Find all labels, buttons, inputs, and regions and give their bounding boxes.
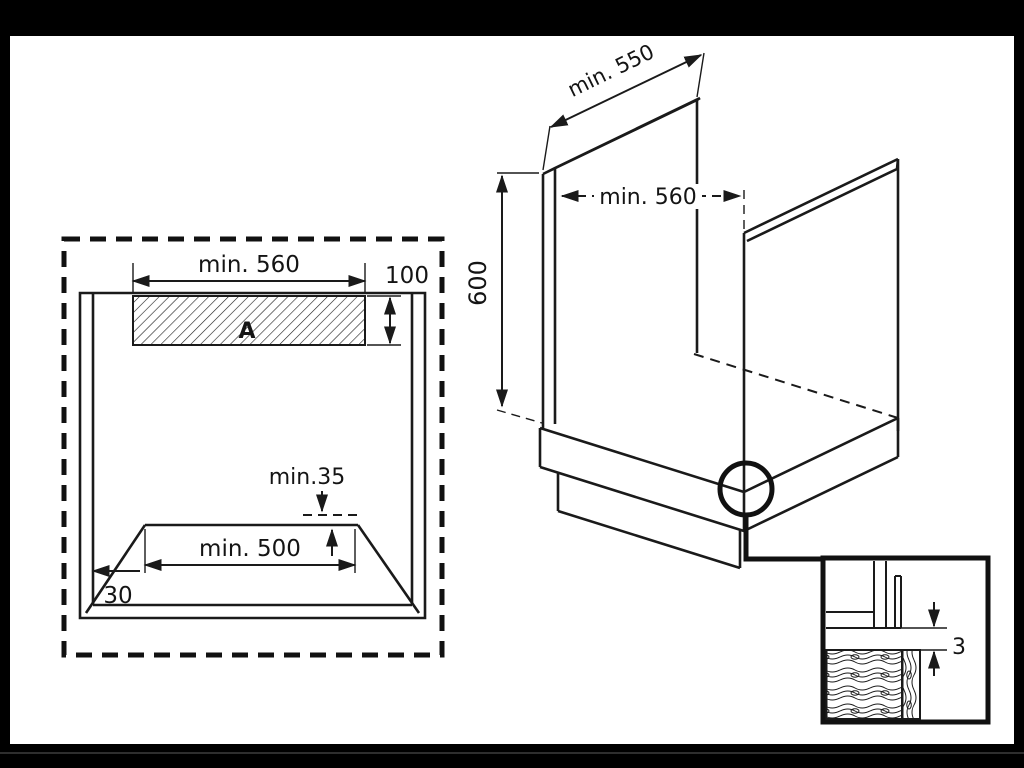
recess-area-hatched bbox=[132, 295, 366, 346]
cabinet-panel-wood-section bbox=[901, 649, 921, 720]
back-panel bbox=[541, 96, 701, 428]
bottom-bar-line bbox=[0, 752, 1024, 754]
floor-perspective-lines bbox=[84, 523, 421, 614]
oven-side-section-lines bbox=[873, 561, 902, 628]
extension-line-bottom bbox=[496, 409, 543, 424]
cabinet-inner-walls bbox=[91, 293, 414, 607]
cabinet-shelf-wood-section bbox=[825, 649, 904, 720]
rear-gap-label: min.35 bbox=[269, 465, 345, 490]
front-clearance-label: 30 bbox=[103, 583, 132, 609]
dimension-top-width: min. 560 bbox=[131, 252, 367, 292]
dimension-height: 600 bbox=[464, 172, 543, 424]
dimension-recess-height: 100 bbox=[367, 263, 429, 346]
extension-lines bbox=[367, 295, 401, 346]
dimension-gap: 3 bbox=[928, 602, 966, 676]
gap-label: 3 bbox=[952, 635, 966, 660]
detail-view: 3 bbox=[820, 555, 991, 725]
gap-leader-lines bbox=[901, 627, 947, 651]
installation-boundary-dashed bbox=[61, 236, 445, 658]
label-backing bbox=[594, 184, 702, 209]
dimension-inner-width: min. 560 bbox=[560, 184, 745, 229]
bottom-width-label: min. 500 bbox=[199, 536, 301, 562]
cabinet-outer-outline bbox=[78, 291, 427, 620]
inner-width-label: min. 560 bbox=[599, 185, 696, 210]
detail-callout-connector bbox=[743, 515, 823, 562]
dimension-bottom-width: min. 500 bbox=[143, 529, 357, 573]
dimension-front-clearance: 30 bbox=[91, 565, 140, 609]
base-platform bbox=[538, 416, 900, 570]
dimension-line bbox=[549, 54, 703, 128]
top-width-label: min. 560 bbox=[198, 252, 300, 278]
recess-area-label: A bbox=[238, 319, 255, 344]
side-panel bbox=[742, 157, 900, 491]
recess-height-label: 100 bbox=[385, 263, 429, 289]
front-view: A min. 560 100 min.35 min. 500 bbox=[61, 236, 445, 658]
height-label: 600 bbox=[464, 260, 492, 306]
dimension-rear-gap: min.35 bbox=[269, 465, 362, 556]
base-hidden-back-edge bbox=[693, 353, 899, 419]
